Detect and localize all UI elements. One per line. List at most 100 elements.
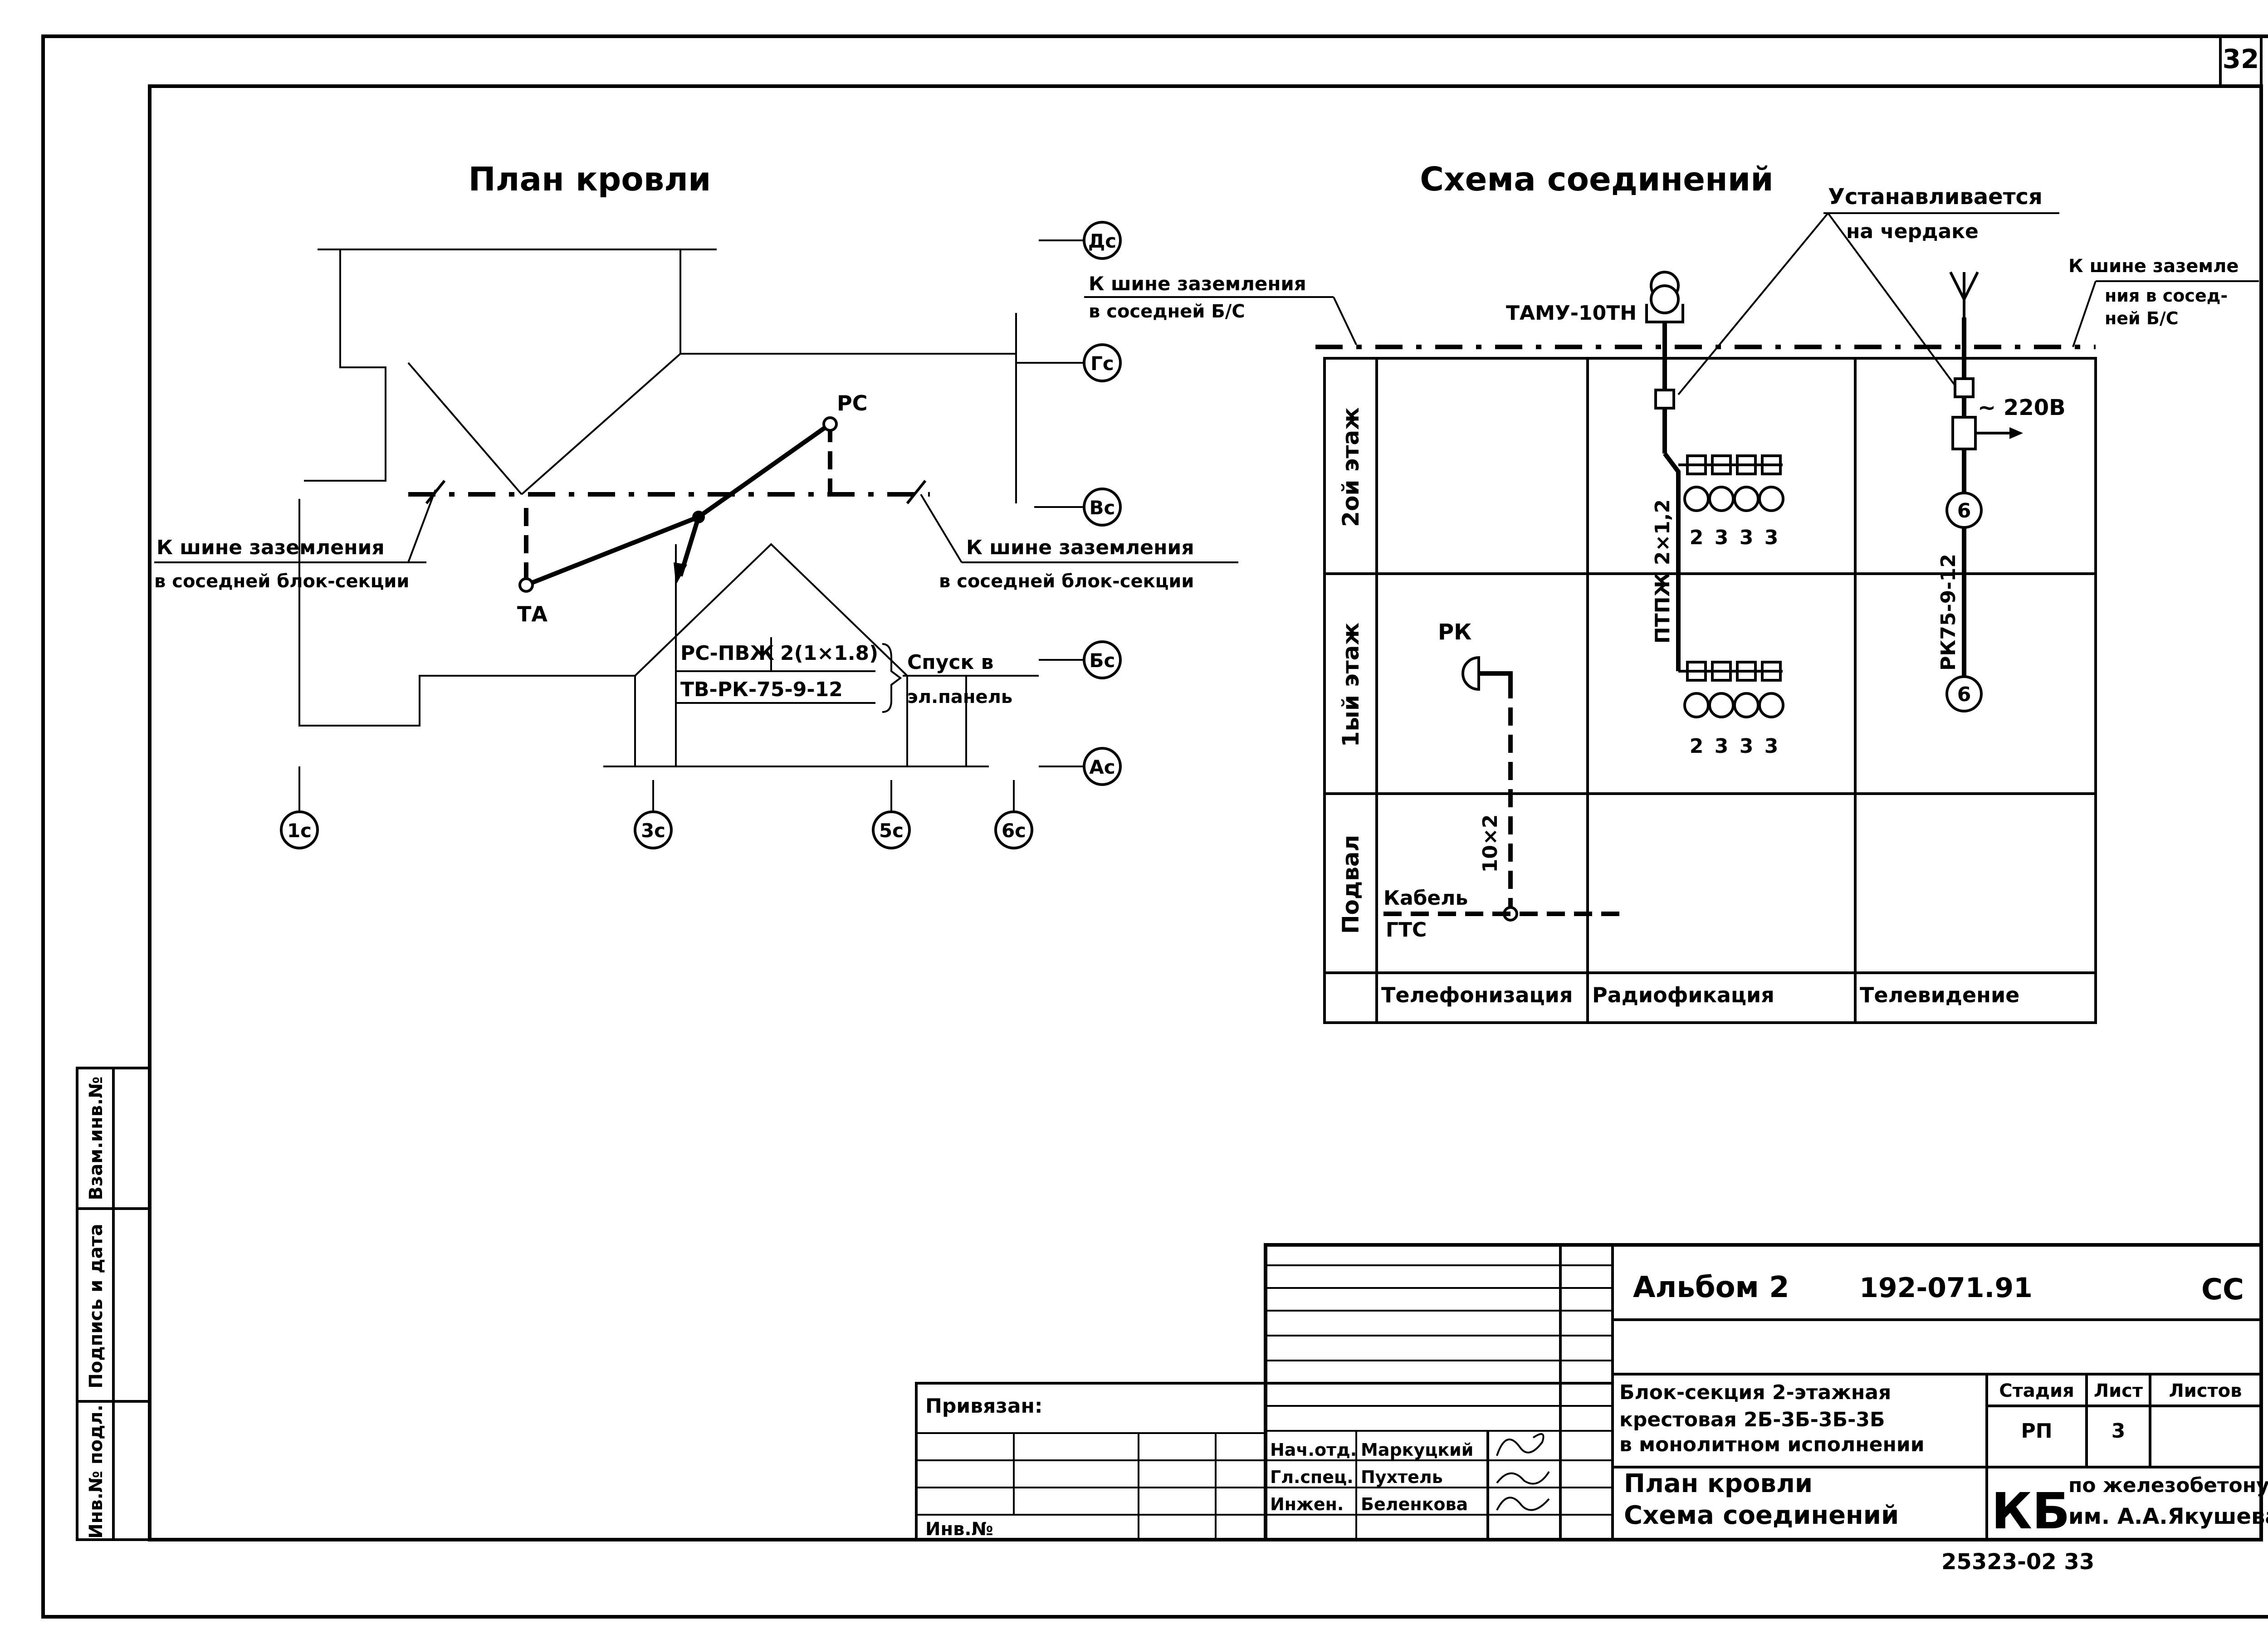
col-tv-label: Телевидение — [1860, 983, 2019, 1007]
tv-junction-box — [1954, 377, 1975, 398]
device-label: ТАМУ-10ТН — [1506, 302, 1637, 325]
roof-right-ground-label-1: К шине заземления — [966, 536, 1194, 559]
socket-num-2-1: 2 — [1690, 526, 1704, 549]
axis-row-as-bubble — [1083, 747, 1122, 786]
roof-point-rc — [822, 416, 838, 432]
side-stamp-field-3: Инв.№ подл. — [86, 1405, 107, 1539]
ground-right-label-1: К шине заземле — [2068, 256, 2239, 277]
roof-left-ground-label-1: К шине заземления — [156, 536, 385, 559]
roof-cable-arrow — [674, 562, 687, 585]
socket-num-1-4: 3 — [1765, 735, 1779, 758]
ground-right-label-3: ней Б/С — [2105, 308, 2179, 328]
sheet-title-1: План кровли — [1624, 1469, 1813, 1498]
tv-antenna-icon — [1949, 271, 1979, 317]
name-3: Беленкова — [1361, 1494, 1468, 1514]
socket-num-2-4: 3 — [1765, 526, 1779, 549]
roof-right-ground-label-2: в соседней блок-секции — [939, 571, 1194, 592]
installed-leader-right — [1827, 212, 1956, 386]
ground-right-leader — [2072, 281, 2097, 347]
roof-cable2-code: ТВ-РК-75-9-12 — [680, 678, 843, 701]
roof-ridge-right — [521, 353, 681, 495]
rk-label: РК — [1438, 619, 1471, 645]
axis-col-3s-bubble — [634, 810, 673, 849]
roof-cable1-spec: 2(1×1.8) — [780, 642, 878, 665]
axis-row-bs-label: Бс — [1090, 649, 1115, 672]
socket-num-2-2: 3 — [1715, 526, 1729, 549]
role-3: Инжен. — [1270, 1494, 1344, 1514]
installed-label-2: на чердаке — [1846, 220, 1979, 243]
side-stamp-field-2: Подпись и дата — [86, 1224, 107, 1388]
col-phone-label: Телефонизация — [1381, 983, 1573, 1007]
floor-2-label: 2ой этаж — [1338, 407, 1364, 527]
sheets-header: Листов — [2169, 1380, 2242, 1401]
gts-label-1: Кабель — [1383, 887, 1468, 910]
phone-outlet-icon — [1461, 656, 1480, 691]
axis-col-5s-bubble — [872, 810, 911, 849]
floor-1-label: 1ый этаж — [1338, 622, 1364, 747]
roof-cable-route — [525, 422, 831, 587]
tv-voltage: ~ 220В — [1978, 395, 2066, 420]
axis-row-ds-label: Дс — [1088, 230, 1116, 252]
outer-frame — [41, 34, 2268, 1619]
tv-node-1-label: 6 — [1957, 683, 1971, 706]
axis-col-5s-label: 5с — [879, 819, 904, 842]
roof-descent-1: Спуск в — [907, 651, 993, 674]
gts-label-2: ГТС — [1386, 918, 1427, 941]
axis-row-vs-bubble — [1083, 488, 1122, 527]
axis-col-6s-bubble — [994, 810, 1033, 849]
scheme-grid — [1323, 357, 2097, 1024]
roof-plan-title: План кровли — [468, 160, 711, 198]
ground-left-label-1: К шине заземления — [1089, 273, 1306, 295]
ground-right-label-2: ния в сосед- — [2105, 286, 2228, 306]
axis-row-gs-label: Гс — [1090, 352, 1114, 375]
radio-junction-box — [1654, 389, 1675, 410]
roof-descent-2: эл.панель — [907, 687, 1012, 707]
tv-amplifier — [1951, 416, 1977, 450]
roof-left-ground-label-2: в соседней блок-секции — [154, 571, 409, 592]
name-2: Пухтель — [1361, 1467, 1443, 1487]
name-1: Маркуцкий — [1361, 1440, 1473, 1460]
desc-line-1: Блок-секция 2-этажная — [1619, 1381, 1891, 1404]
title-block: Привязан: Инв.№ Нач.отд. Гл.спец. Инжен.… — [915, 1243, 2268, 1541]
desc-line-3: в монолитном исполнении — [1619, 1433, 1925, 1456]
ground-left-leader — [1333, 297, 1357, 345]
org-line-2: им. А.А.Якушева — [2068, 1504, 2268, 1529]
tv-node-1 — [1945, 675, 1983, 712]
axis-row-bs-bubble — [1083, 640, 1122, 679]
signatures — [1496, 1433, 1550, 1511]
radio-sockets-floor-2 — [1678, 454, 1784, 512]
doc-mark: СС — [2201, 1273, 2244, 1307]
axis-row-as-label: Ас — [1089, 756, 1115, 778]
phone-line-top — [1479, 671, 1513, 680]
roof-outline — [304, 249, 386, 482]
album-label: Альбом 2 — [1633, 1271, 1789, 1304]
ground-left-label-2: в соседней Б/С — [1089, 301, 1245, 322]
transformer-coil-bottom — [1650, 284, 1680, 314]
bottom-code: 25323-02 33 — [1941, 1549, 2094, 1575]
tv-node-2 — [1945, 492, 1983, 529]
desc-line-2: крестовая 2Б-3Б-3Б-3Б — [1619, 1408, 1885, 1431]
installed-label-1: Устанавливается — [1828, 184, 2043, 210]
floor-basement-label: Подвал — [1338, 835, 1364, 934]
org-logo: КБ — [1991, 1482, 2070, 1540]
tv-cable-label: РК75-9-12 — [1937, 554, 1960, 671]
roof-outline-right — [679, 249, 1017, 503]
connection-scheme: Схема соединений Устанавливается на черд… — [1084, 160, 2259, 1024]
connections-title: Схема соединений — [1420, 160, 1773, 198]
roof-ridge-left — [407, 362, 523, 495]
axis-row-gs-bubble — [1083, 343, 1122, 382]
radio-cable-label: ПТПЖ 2×1,2 — [1651, 499, 1674, 644]
axis-row-vs-label: Вс — [1090, 497, 1115, 519]
roof-label-ta: ТА — [517, 602, 547, 626]
roof-cable1-code: РС-ПВЖ — [680, 642, 774, 665]
stage-header: Стадия — [1999, 1380, 2074, 1401]
sheet-number-box — [2219, 35, 2263, 88]
sheet-value: 3 — [2112, 1419, 2126, 1443]
axis-row-ds-bubble — [1083, 221, 1122, 260]
sheet-title-2: Схема соединений — [1624, 1501, 1899, 1530]
installed-leader-left — [1677, 212, 1829, 395]
inv-label: Инв.№ — [925, 1519, 993, 1540]
role-2: Гл.спец. — [1270, 1467, 1354, 1487]
axis-col-6s-label: 6с — [1002, 819, 1026, 842]
roof-gable — [634, 543, 908, 677]
